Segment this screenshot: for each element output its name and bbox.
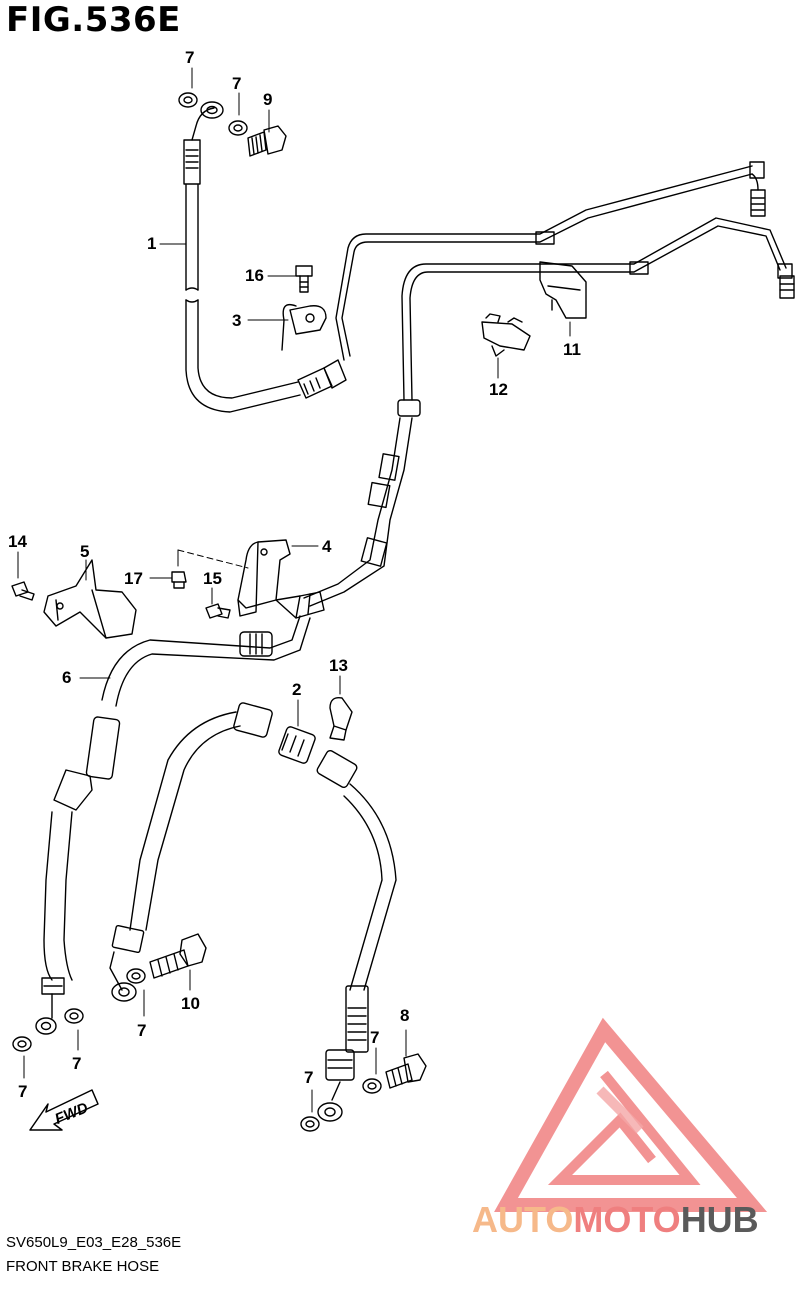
brake-hose-part-2 bbox=[109, 702, 397, 1122]
callout-4: 4 bbox=[322, 537, 332, 556]
brake-hose-part-1 bbox=[183, 101, 347, 413]
watermark-hub: HUB bbox=[681, 1199, 759, 1240]
watermark-logo bbox=[494, 1017, 768, 1212]
watermark-text: AUTOMOTOHUB bbox=[472, 1199, 759, 1240]
callout-11: 11 bbox=[563, 340, 581, 359]
callout-16: 16 bbox=[245, 266, 264, 285]
callout-6: 6 bbox=[62, 668, 72, 687]
callout-8: 8 bbox=[400, 1006, 410, 1025]
callout-3: 3 bbox=[232, 311, 242, 330]
forward-direction-arrow: FWD bbox=[29, 1089, 99, 1131]
callout-7: 7 bbox=[304, 1068, 314, 1087]
callout-13: 13 bbox=[329, 656, 348, 675]
clamp-part-3 bbox=[281, 303, 327, 351]
union-bolt-part-9 bbox=[247, 125, 287, 157]
callout-7: 7 bbox=[137, 1021, 147, 1040]
callout-7: 7 bbox=[232, 74, 242, 93]
brake-hose-part-6 bbox=[35, 615, 311, 1035]
callout-2: 2 bbox=[292, 680, 302, 699]
clamp-part-13 bbox=[329, 697, 353, 741]
leader-lines bbox=[17, 67, 571, 1113]
brake-hose-middle bbox=[303, 399, 421, 607]
brake-pipe-upper bbox=[335, 161, 766, 361]
callout-10: 10 bbox=[181, 994, 200, 1013]
joint-bracket-part-4 bbox=[237, 539, 325, 619]
callout-7: 7 bbox=[72, 1054, 82, 1073]
bracket-part-5 bbox=[43, 559, 137, 639]
clip-part-12 bbox=[481, 313, 531, 357]
watermark-moto: MOTO bbox=[573, 1199, 680, 1240]
bolt-part-15 bbox=[205, 603, 231, 619]
callout-7: 7 bbox=[185, 48, 195, 67]
brake-pipe-lower bbox=[401, 217, 795, 401]
callout-17: 17 bbox=[124, 569, 143, 588]
callout-14: 14 bbox=[8, 532, 27, 551]
clamp-part-11 bbox=[539, 261, 587, 319]
bolt-part-17 bbox=[171, 571, 187, 589]
callout-5: 5 bbox=[80, 542, 90, 561]
callout-1: 1 bbox=[147, 234, 157, 253]
watermark-auto: AUTO bbox=[472, 1199, 573, 1240]
callout-7: 7 bbox=[370, 1028, 380, 1047]
union-bolt-part-10 bbox=[149, 933, 207, 979]
callout-15: 15 bbox=[203, 569, 222, 588]
callout-12: 12 bbox=[489, 380, 508, 399]
fwd-label: FWD bbox=[52, 1099, 90, 1128]
bolt-part-14 bbox=[11, 581, 35, 601]
figure-name: FRONT BRAKE HOSE bbox=[6, 1258, 160, 1275]
figure-code: SV650L9_E03_E28_536E bbox=[6, 1234, 182, 1251]
callout-9: 9 bbox=[263, 90, 273, 109]
callout-7: 7 bbox=[18, 1082, 28, 1101]
bolt-part-16 bbox=[295, 265, 313, 293]
washers-part-7 bbox=[12, 92, 382, 1132]
figure-title: FIG.536E bbox=[6, 0, 181, 40]
union-bolt-part-8 bbox=[385, 1053, 427, 1089]
